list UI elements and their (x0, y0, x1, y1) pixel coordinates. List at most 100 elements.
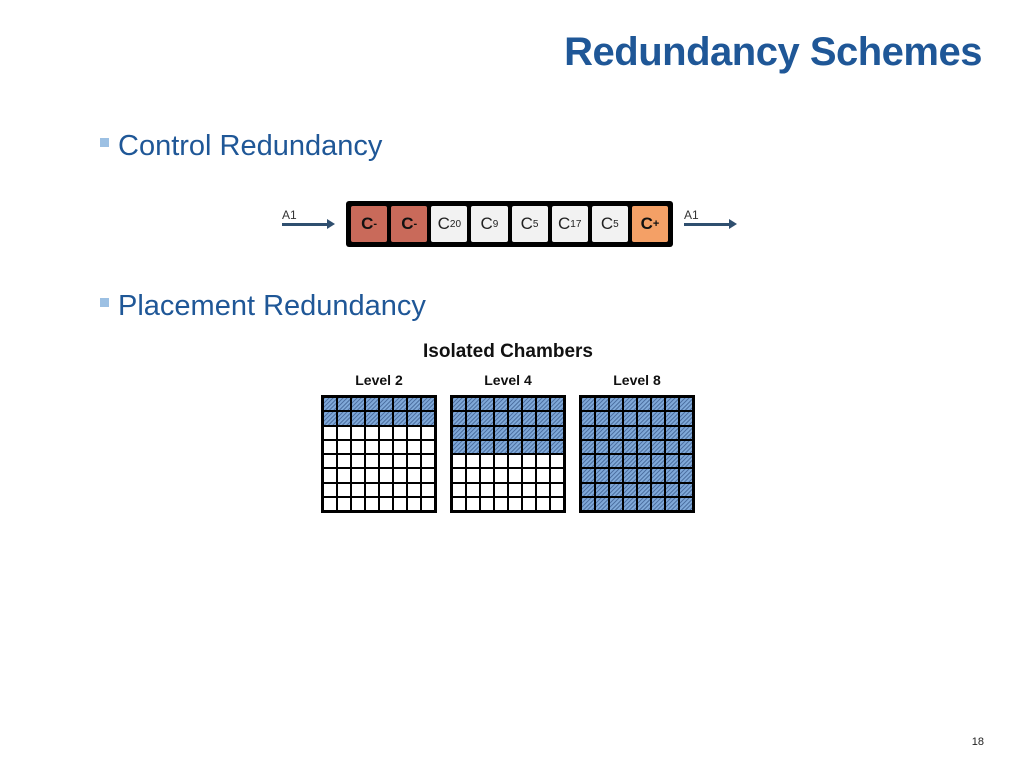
chamber-cell-filled (596, 412, 608, 425)
chamber-cell-empty (523, 497, 535, 510)
chamber-cell-filled (666, 426, 678, 439)
chamber-cell-empty (467, 455, 479, 468)
chamber-cell-filled (624, 412, 636, 425)
chamber-cell-empty (453, 455, 465, 468)
chamber-cell-empty (366, 440, 378, 453)
chamber-cell-filled (652, 426, 664, 439)
chamber-cell-empty (509, 455, 521, 468)
chamber-cell-filled (582, 440, 594, 453)
chamber-cell-filled (582, 426, 594, 439)
chamber-cell-empty (338, 426, 350, 439)
chamber-cell-filled (680, 426, 692, 439)
chamber-cell-filled (638, 469, 650, 482)
chambers-title: Isolated Chambers (423, 341, 593, 362)
bullet-placement-redundancy: Placement Redundancy (100, 290, 426, 323)
chamber-cell-filled (596, 440, 608, 453)
input-arrow-line (282, 223, 328, 226)
chamber-cell-empty (366, 455, 378, 468)
chamber-cell-empty (551, 469, 563, 482)
chamber-cell-empty (537, 469, 549, 482)
output-label: A1 (684, 208, 699, 222)
chamber-cell-filled (509, 426, 521, 439)
chamber-cell-filled (666, 398, 678, 411)
chamber-cell-empty (537, 455, 549, 468)
chamber-cell-filled (394, 398, 406, 411)
chamber-cell-empty (380, 455, 392, 468)
chamber-cell-filled (624, 426, 636, 439)
chamber-cell-filled (408, 398, 420, 411)
chamber-cell-filled (610, 440, 622, 453)
cell-superscript: - (373, 218, 378, 230)
chamber-cell-filled (380, 412, 392, 425)
cell-subscript: 5 (613, 218, 619, 230)
chamber-cell-filled (481, 398, 493, 411)
chamber-cell-filled (624, 483, 636, 496)
chamber-cell-empty (481, 497, 493, 510)
chamber-cell-filled (408, 412, 420, 425)
chamber-cell-empty (324, 455, 336, 468)
chain-cell-8: C+ (631, 206, 668, 242)
chamber-cell-filled (638, 455, 650, 468)
chamber-cell-filled (324, 398, 336, 411)
chamber-cell-filled (624, 469, 636, 482)
chamber-cell-filled (638, 440, 650, 453)
chamber-cell-filled (509, 440, 521, 453)
chamber-cell-filled (453, 412, 465, 425)
chamber-cell-empty (523, 455, 535, 468)
chamber-cell-empty (523, 469, 535, 482)
chamber-cell-empty (509, 483, 521, 496)
chamber-cell-filled (537, 398, 549, 411)
chamber-cell-filled (453, 398, 465, 411)
chamber-cell-empty (352, 497, 364, 510)
chamber-cell-empty (509, 497, 521, 510)
chamber-cell-filled (666, 497, 678, 510)
chamber-cell-filled (596, 426, 608, 439)
chamber-cell-empty (394, 455, 406, 468)
chamber-cell-empty (422, 440, 434, 453)
chamber-cell-empty (408, 469, 420, 482)
chamber-cell-filled (638, 483, 650, 496)
chamber-cell-filled (324, 412, 336, 425)
output-arrow-line (684, 223, 730, 226)
chamber-cell-filled (352, 412, 364, 425)
chamber-cell-empty (394, 483, 406, 496)
chamber-cell-empty (366, 483, 378, 496)
chamber-cell-filled (666, 440, 678, 453)
chamber-cell-filled (652, 455, 664, 468)
cell-base: C (640, 214, 653, 233)
chamber-cell-empty (551, 497, 563, 510)
chamber-cell-empty (352, 469, 364, 482)
chamber-cell-filled (680, 412, 692, 425)
chamber-cell-filled (582, 483, 594, 496)
cell-base: C (557, 214, 571, 233)
level-label: Level 4 (484, 372, 532, 388)
chamber-cell-filled (467, 412, 479, 425)
chamber-cell-empty (523, 483, 535, 496)
chamber-cell-filled (666, 455, 678, 468)
level-label: Level 8 (613, 372, 661, 388)
chamber-cell-empty (380, 483, 392, 496)
chamber-cell-filled (596, 455, 608, 468)
chamber-cell-filled (680, 483, 692, 496)
chamber-cell-empty (352, 426, 364, 439)
chamber-cell-filled (680, 455, 692, 468)
cell-base: C (480, 214, 493, 233)
chamber-cell-empty (408, 497, 420, 510)
chamber-cell-filled (610, 412, 622, 425)
chamber-cell-empty (408, 483, 420, 496)
chamber-cell-empty (338, 469, 350, 482)
bullet-square-icon (100, 138, 109, 147)
chamber-cell-filled (624, 398, 636, 411)
chamber-cell-filled (652, 483, 664, 496)
chamber-cell-filled (422, 398, 434, 411)
chamber-cell-filled (338, 398, 350, 411)
bullet-text: Control Redundancy (118, 130, 383, 162)
cell-subscript: 17 (570, 218, 582, 230)
chamber-cell-filled (596, 483, 608, 496)
chamber-cell-empty (324, 469, 336, 482)
chamber-cell-empty (338, 483, 350, 496)
chamber-cell-empty (338, 497, 350, 510)
